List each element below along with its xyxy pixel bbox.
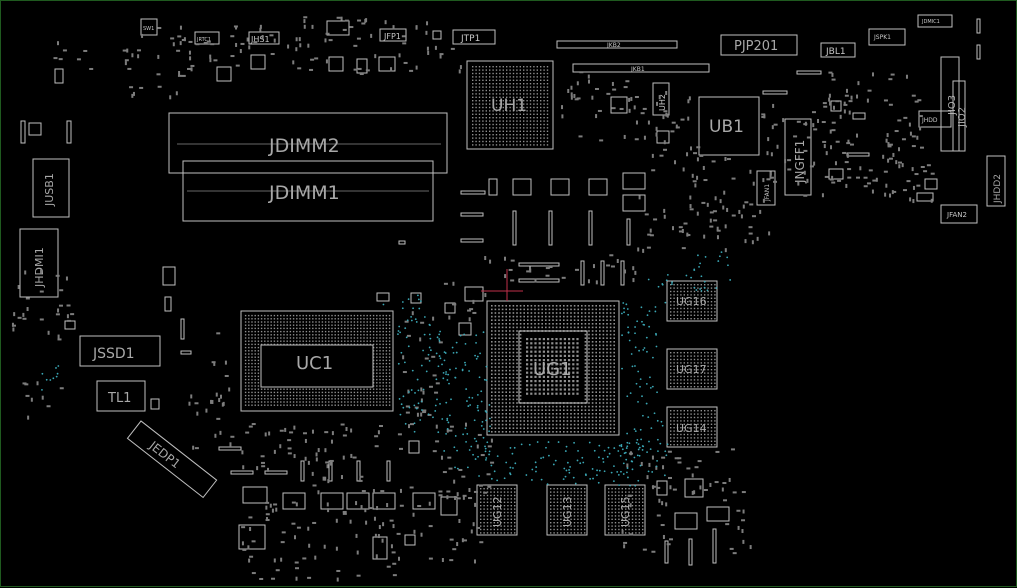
jhdd-label: JHDD — [921, 117, 938, 124]
jio2-label: JIO2 — [957, 107, 968, 128]
jkb1-label: JKB1 — [630, 66, 645, 73]
jdimm2-label: JDIMM2 — [268, 135, 340, 157]
pjp201-label: PJP201 — [734, 39, 778, 54]
jngff1-label: JNGFF1 — [793, 140, 807, 184]
right-upper-area: UB1 JNGFF1 JFAN1 UH2 JIO3 JIO2 JHDD JHDD… — [652, 56, 1006, 224]
jbl1-connector[interactable] — [820, 42, 856, 58]
probe-marker — [481, 269, 523, 301]
jdimm2-slot[interactable] — [168, 112, 448, 174]
uh2-label: UH2 — [658, 94, 667, 111]
ug17-label: UG17 — [676, 363, 707, 376]
jhs1-label: JHS1 — [250, 35, 270, 44]
jdmic1-label: JDMIC1 — [921, 19, 940, 25]
ug13-label: UG13 — [561, 496, 574, 527]
ug16-chip[interactable]: UG16 — [666, 280, 718, 322]
uh1-chip[interactable]: UH1 — [466, 60, 554, 150]
jbl1-label: JBL1 — [825, 47, 846, 57]
tl1-label: TL1 — [107, 391, 131, 406]
jhs1-connector[interactable] — [248, 31, 280, 45]
jusb1-connector[interactable] — [32, 158, 70, 218]
uc1-label: UC1 — [296, 353, 333, 374]
ug14-label: UG14 — [676, 422, 707, 435]
jfan1-connector[interactable] — [756, 170, 776, 206]
passive-pads — [11, 16, 935, 582]
ug12-label: UG12 — [491, 496, 504, 527]
jedp1-connector[interactable]: JEDP1 — [126, 420, 218, 499]
uh2-chip[interactable] — [652, 82, 670, 116]
jdimm1-label: JDIMM1 — [268, 182, 340, 204]
jrtc1-label: JRTC1 — [196, 37, 211, 43]
sw1-label: SW1 — [143, 26, 154, 32]
top-connectors: SW1 JRTC1 JHS1 JFP1 JTP1 JKB2 JKB1 PJP20… — [140, 14, 953, 73]
jhdd2-connector[interactable] — [986, 155, 1006, 207]
jio2-connector[interactable] — [952, 80, 966, 152]
ug12-chip[interactable]: UG12 — [476, 484, 518, 536]
jssd1-label: JSSD1 — [92, 346, 135, 362]
jssd1-connector[interactable] — [79, 335, 161, 367]
jngff1-connector[interactable] — [784, 118, 812, 196]
pjp201-connector[interactable] — [720, 34, 798, 56]
jtp1-label: JTP1 — [460, 34, 480, 44]
jkb1-connector[interactable] — [572, 63, 710, 73]
ub1-label: UB1 — [709, 117, 744, 137]
ug14-chip[interactable]: UG14 — [666, 406, 718, 448]
jfan2-connector[interactable] — [940, 204, 978, 224]
jfp1-label: JFP1 — [383, 32, 401, 41]
ug17-chip[interactable]: UG17 — [666, 348, 718, 390]
jedp1-label: JEDP1 — [146, 438, 183, 471]
ub1-chip[interactable] — [698, 96, 760, 156]
tl1-component[interactable] — [96, 380, 146, 412]
jhdmi1-label: JHDMI1 — [33, 247, 46, 288]
jfan1-label: JFAN1 — [764, 184, 771, 202]
jtp1-connector[interactable] — [452, 29, 496, 45]
jkb2-connector[interactable] — [556, 40, 678, 49]
jdimm1-slot[interactable] — [182, 160, 434, 222]
ug15-chip[interactable]: UG15 — [604, 484, 646, 536]
left-connectors: JUSB1 JHDMI1 JSSD1 TL1 JEDP1 — [19, 158, 218, 499]
jkb2-label: JKB2 — [606, 42, 621, 49]
jdmic1-connector[interactable] — [917, 14, 953, 28]
jspk1-label: JSPK1 — [873, 34, 891, 41]
ug13-chip[interactable]: UG13 — [546, 484, 588, 536]
ug16-label: UG16 — [676, 295, 707, 308]
jhdd-connector[interactable] — [918, 110, 952, 128]
dimm-slots: JDIMM2 JDIMM1 — [168, 112, 448, 222]
jio3-connector[interactable] — [940, 56, 960, 152]
jspk1-connector[interactable] — [868, 28, 906, 46]
jhdd2-label: JHDD2 — [993, 174, 1003, 204]
via-dots — [41, 251, 732, 487]
jusb1-label: JUSB1 — [43, 173, 56, 207]
uh1-label: UH1 — [491, 96, 527, 116]
small-components — [20, 18, 981, 566]
jhdmi1-connector[interactable] — [19, 228, 59, 298]
ug15-label: UG15 — [619, 496, 632, 527]
ug1-chip[interactable]: UG1 — [486, 300, 620, 436]
uc1-chip[interactable]: UC1 — [240, 310, 394, 412]
vram-chips: UG16 UG17 UG14 UG12 UG13 UG15 — [476, 280, 718, 536]
jfan2-label: JFAN2 — [946, 211, 967, 219]
ug1-label: UG1 — [533, 359, 572, 380]
